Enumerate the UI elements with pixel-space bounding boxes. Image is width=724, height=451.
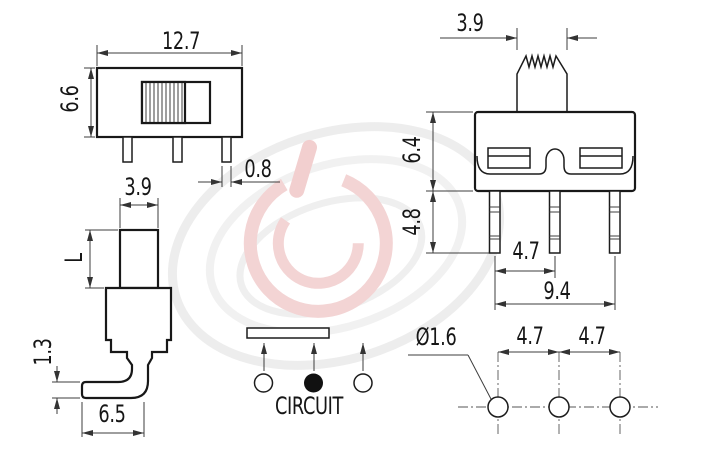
circuit-label: CIRCUIT [275, 392, 343, 420]
dim-top-height: 6.6 [56, 85, 84, 113]
dim-top-width: 12.7 [161, 27, 201, 55]
terminal-open-left [253, 373, 274, 393]
mounting-hole-1 [487, 396, 509, 418]
terminal-open-right [353, 373, 373, 393]
terminal-common-filled [304, 373, 323, 393]
dim-front-pin-length: 4.8 [398, 208, 426, 236]
dim-side-pin-thickness: 1.3 [29, 338, 57, 366]
dim-pcb-pitch-left: 4.7 [516, 322, 544, 350]
side-view-linework [52, 198, 173, 437]
dim-front-actuator-width: 3.9 [456, 9, 484, 37]
dim-front-body-height: 6.4 [398, 136, 426, 164]
dim-side-pin-length: 6.5 [98, 400, 126, 428]
dim-front-pin-span: 9.4 [543, 277, 571, 305]
circuit-diagram-linework [246, 327, 373, 393]
pcb-layout-linework [408, 349, 658, 434]
mounting-hole-3 [609, 396, 631, 418]
top-view-linework [84, 45, 280, 187]
dim-top-pin-width: 0.8 [244, 155, 272, 183]
mounting-hole-2 [548, 396, 570, 418]
dim-side-actuator-width: 3.9 [124, 173, 152, 201]
dim-side-actuator-length: L [60, 253, 88, 263]
front-view-linework [426, 28, 637, 310]
dim-front-pin-pitch: 4.7 [512, 237, 540, 265]
dim-pcb-pitch-right: 4.7 [578, 322, 606, 350]
pcb-hole-diameter: Ø1.6 [415, 323, 457, 351]
